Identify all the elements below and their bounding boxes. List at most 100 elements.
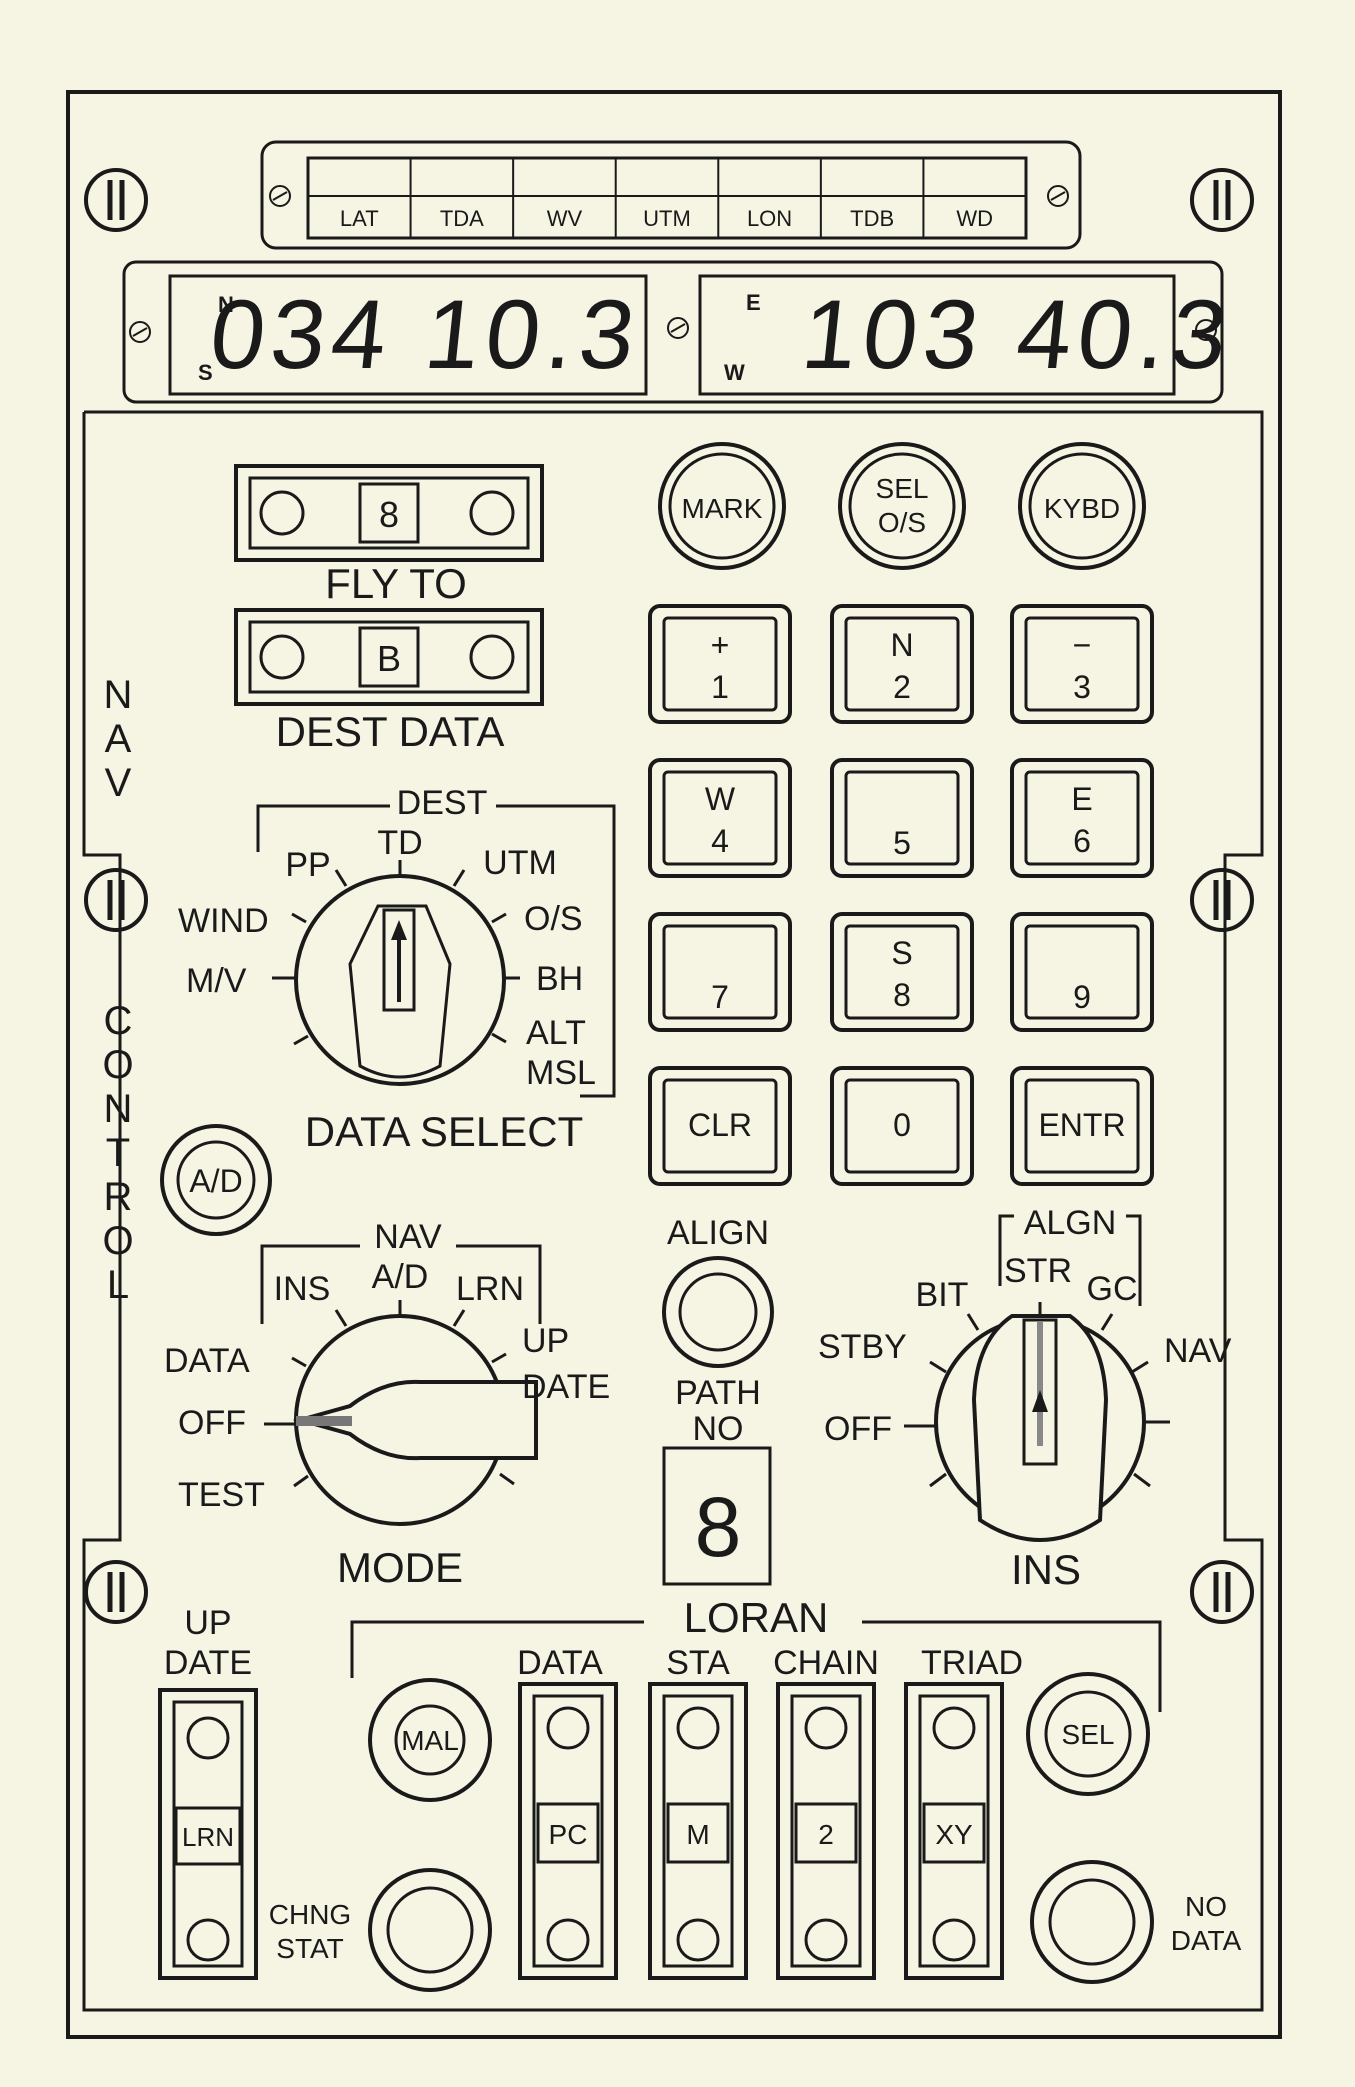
south-label: S	[198, 360, 213, 385]
data-select-dest-label: DEST	[397, 784, 488, 822]
key-8[interactable]: S8	[830, 912, 974, 1032]
data-select-wind: WIND	[178, 902, 269, 940]
ins-nav: NAV	[1164, 1332, 1232, 1370]
loran-value[interactable]: 2	[818, 1819, 834, 1850]
screw-icon	[269, 185, 291, 207]
align-button[interactable]	[662, 1256, 774, 1368]
ins-gc: GC	[1087, 1270, 1138, 1308]
mode-label: MODE	[337, 1544, 463, 1591]
key-6[interactable]: E6	[1010, 758, 1154, 878]
key-0[interactable]: 0	[830, 1066, 974, 1186]
screw-icon	[129, 321, 151, 343]
chng-stat-button[interactable]	[368, 1868, 492, 1992]
ins-str: STR	[1004, 1252, 1072, 1290]
align-label: ALIGN	[667, 1214, 769, 1252]
key-label: 3	[1073, 669, 1091, 705]
screw-icon	[1195, 319, 1217, 341]
latitude-value: 034 10.3	[205, 279, 646, 389]
top-button-label: KYBD	[1044, 493, 1120, 524]
key-label: 4	[711, 823, 729, 859]
mode-ins: INS	[274, 1270, 331, 1308]
east-label: E	[746, 290, 761, 315]
annunciator-lat: LAT	[340, 206, 379, 231]
annunciator-tdb: TDB	[850, 206, 894, 231]
data-select-alt: ALT	[526, 1014, 586, 1052]
data-select-knob[interactable]	[256, 804, 616, 1098]
longitude-value: 103 40.3	[797, 279, 1238, 389]
key-top-label: W	[705, 781, 736, 817]
key-top-label: −	[1073, 627, 1092, 663]
annunciator-tda: TDA	[440, 206, 484, 231]
west-label: W	[724, 360, 745, 385]
key-label: 8	[893, 977, 911, 1013]
sel-button[interactable]	[1026, 1672, 1150, 1796]
longitude-display	[698, 274, 1176, 396]
data-select-utm: UTM	[483, 844, 557, 882]
screw-icon	[84, 1560, 148, 1624]
ins-label: INS	[1011, 1546, 1081, 1593]
mode-off: OFF	[178, 1404, 246, 1442]
key-clr[interactable]: CLR	[648, 1066, 792, 1186]
key-top-label: N	[890, 627, 913, 663]
screw-icon	[84, 168, 148, 232]
dest-data-indicator	[234, 608, 544, 706]
loran-data-column: DATA	[517, 1644, 603, 1682]
screw-icon	[667, 317, 689, 339]
latitude-display	[168, 274, 648, 396]
key-3[interactable]: −3	[1010, 604, 1154, 724]
path-no-value: 8	[695, 1480, 742, 1574]
ins-stby: STBY	[818, 1328, 907, 1366]
loran-value[interactable]: M	[686, 1819, 709, 1850]
ins-algn-label: ALGN	[1024, 1204, 1117, 1242]
loran-value[interactable]: XY	[935, 1819, 973, 1850]
key-5[interactable]: 5	[830, 758, 974, 878]
key-9[interactable]: 9	[1010, 912, 1154, 1032]
top-button-label: O/S	[878, 507, 926, 538]
path-no-label-1: PATH	[675, 1374, 761, 1412]
key-label: 2	[893, 669, 911, 705]
dest-data-value[interactable]: B	[377, 638, 401, 679]
key-entr[interactable]: ENTR	[1010, 1066, 1154, 1186]
mal-label: MAL	[401, 1725, 459, 1756]
key-label: ENTR	[1038, 1107, 1125, 1143]
data-select-msl: MSL	[526, 1054, 596, 1092]
mode-data: DATA	[164, 1342, 250, 1380]
mode-date: DATE	[522, 1368, 610, 1406]
key-label: 6	[1073, 823, 1091, 859]
key-top-label: +	[711, 627, 730, 663]
key-7[interactable]: 7	[648, 912, 792, 1032]
kybd-button[interactable]: KYBD	[1018, 442, 1146, 570]
update-value[interactable]: LRN	[182, 1822, 234, 1852]
loran-triad-column: TRIAD	[921, 1644, 1023, 1682]
loran-value[interactable]: PC	[549, 1819, 588, 1850]
update-indicator	[158, 1688, 258, 1980]
coordinate-display	[122, 260, 1224, 404]
data-select-pp: PP	[285, 846, 330, 884]
annunciator-strip	[260, 140, 1082, 250]
ad-button[interactable]	[160, 1124, 272, 1236]
arrow-up-icon	[391, 920, 407, 940]
mark-button[interactable]: MARK	[658, 442, 786, 570]
panel-frame	[66, 90, 1282, 2039]
data-select-td: TD	[377, 824, 422, 862]
path-no-label-2: NO	[693, 1410, 744, 1448]
ins-knob[interactable]	[904, 1214, 1170, 1542]
key-4[interactable]: W4	[648, 758, 792, 878]
annunciator-utm: UTM	[643, 206, 691, 231]
mode-knob[interactable]	[260, 1244, 542, 1526]
update-label-1: UP	[184, 1604, 231, 1642]
data-select-mv: M/V	[186, 962, 247, 1000]
data-select-os: O/S	[524, 900, 583, 938]
fly-to-value[interactable]: 8	[379, 494, 399, 535]
mode-up: UP	[522, 1322, 569, 1360]
key-2[interactable]: N2	[830, 604, 974, 724]
screw-icon	[1190, 868, 1254, 932]
screw-icon	[84, 868, 148, 932]
key-1[interactable]: +1	[648, 604, 792, 724]
loran-chain-indicator: 2	[776, 1682, 876, 1980]
loran-bracket	[350, 1620, 644, 1678]
